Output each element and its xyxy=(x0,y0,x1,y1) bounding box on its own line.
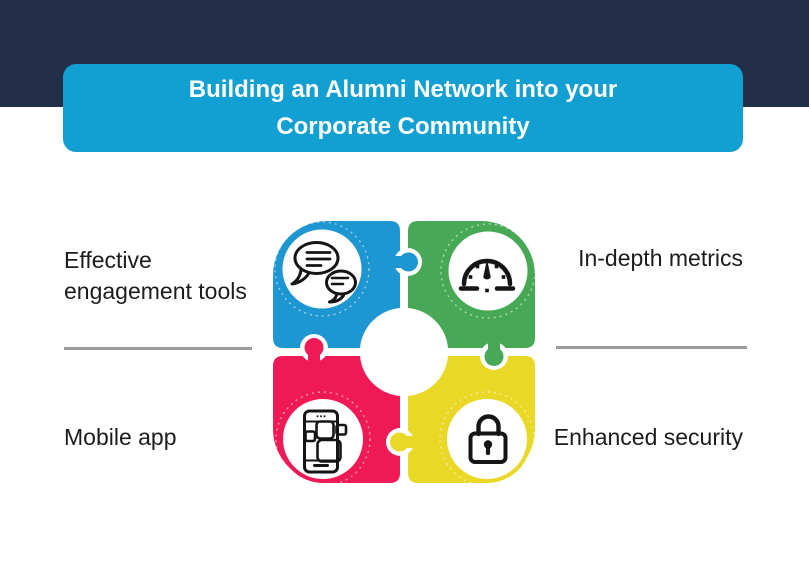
chat-bubbles-icon xyxy=(290,241,357,304)
puzzle-sockets xyxy=(300,248,508,456)
knob-yellow xyxy=(390,432,414,452)
label-line: Effective xyxy=(64,247,152,273)
puzzle-knobs xyxy=(304,252,504,452)
mobile-app-icon xyxy=(303,409,348,474)
label-effective-engagement-tools: Effective engagement tools xyxy=(64,245,247,307)
title-line-1: Building an Alumni Network into your xyxy=(188,76,618,103)
knob-pink xyxy=(304,338,324,362)
gauge-icon xyxy=(458,258,516,293)
title-banner: Building an Alumni Network into your Cor… xyxy=(63,64,743,152)
padlock-icon xyxy=(468,414,508,464)
label-mobile-app: Mobile app xyxy=(64,424,177,450)
knob-blue xyxy=(394,252,418,272)
medallion-engagement xyxy=(278,225,366,313)
right-divider xyxy=(556,346,747,349)
left-divider xyxy=(64,347,252,350)
label-enhanced-security: Enhanced security xyxy=(553,424,743,450)
dotted-rings xyxy=(274,221,536,487)
knob-green xyxy=(484,342,504,366)
medallion-security xyxy=(443,395,531,483)
title-line-2: Corporate Community xyxy=(276,113,530,140)
label-line: engagement tools xyxy=(64,278,247,304)
label-in-depth-metrics: In-depth metrics xyxy=(578,245,743,271)
